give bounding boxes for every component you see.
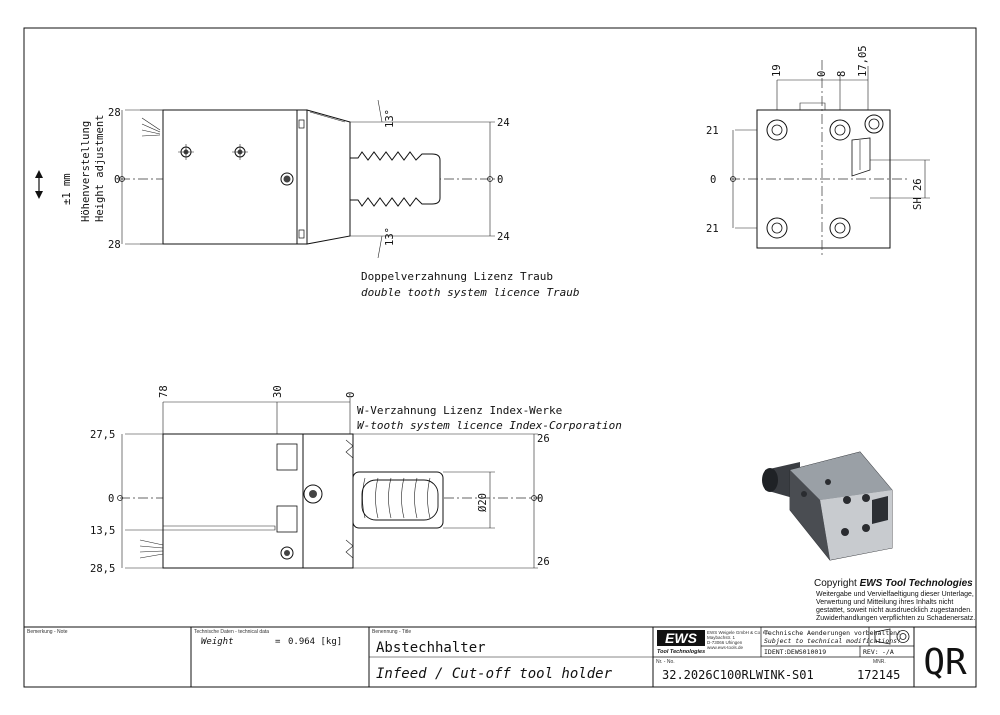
note-index-en: W-tooth system licence Index-Corporation xyxy=(357,419,622,432)
height-adjust-value: ±1 mm xyxy=(61,173,73,205)
qr-code-label: QR xyxy=(923,642,967,683)
front-angle-top: 13° xyxy=(384,109,396,128)
mnr-label: MNR. xyxy=(873,659,886,665)
note-index-de: W-Verzahnung Lizenz Index-Werke xyxy=(357,404,562,417)
ident-label: IDENT: xyxy=(764,648,787,656)
top-dim-30: 30 xyxy=(272,385,284,398)
company-line-3: D-73066 Uhingen xyxy=(707,640,743,645)
top-dim-0-left: 0 xyxy=(108,493,114,505)
copyright-line-2: Verwertung und Mitteilung ihres Inhalts … xyxy=(816,599,953,606)
side-dim-top-left: 21 xyxy=(706,125,719,137)
copyright-brand: EWS Tool Technologies xyxy=(860,578,974,589)
ews-logo-sub: Tool Technologies xyxy=(657,649,705,655)
top-diameter: Ø20 xyxy=(477,493,489,512)
top-dim-0-right: 0 xyxy=(537,493,543,505)
side-sh-label: SH 26 xyxy=(912,178,924,210)
copyright-prefix: Copyright xyxy=(814,578,860,589)
title-en: Infeed / Cut-off tool holder xyxy=(376,666,613,682)
ident-value: DEWS010019 xyxy=(787,648,826,656)
front-dim-top-right: 24 xyxy=(497,117,510,129)
ews-logo: EWS xyxy=(665,630,698,646)
top-dim-0: 0 xyxy=(345,392,357,398)
front-angle-bottom: 13° xyxy=(384,227,396,246)
copyright-line-1: Weitergabe und Vervielfaeltigung dieser … xyxy=(816,591,974,598)
mnr-value: 172145 xyxy=(857,668,900,682)
side-bolt-bottom-left xyxy=(766,217,788,239)
copyright-line-3: gestattet, soweit nicht ausdruecklich zu… xyxy=(816,607,972,614)
side-dim-top-19: 19 xyxy=(771,64,783,77)
side-bolt-top-left xyxy=(766,119,788,141)
projection-symbol-icon xyxy=(874,628,910,645)
top-dim-26-top: 26 xyxy=(537,433,550,445)
title-de: Abstechhalter xyxy=(376,640,486,656)
tech-data-label: Technische Daten - technical data xyxy=(194,629,269,635)
company-line-2: Maybachstr. 1 xyxy=(707,635,736,640)
drawing-frame xyxy=(23,27,977,688)
company-line-4: www.ews-tools.de xyxy=(707,645,744,650)
remark-label: Bemerkung - Note xyxy=(27,629,68,635)
front-view: 28 0 28 24 0 24 13° 13° ±1 mm Höhenverst… xyxy=(35,99,510,259)
changes-en: Subject to technical modifications! xyxy=(764,637,901,645)
svg-text:Copyright EWS Tool Technologie: Copyright EWS Tool Technologies xyxy=(814,578,973,589)
tool-holder-3d-image xyxy=(762,451,893,561)
side-dim-top-8: 8 xyxy=(836,71,848,77)
top-dim-27-5: 27,5 xyxy=(90,429,115,441)
weight-label: Weight xyxy=(201,637,234,647)
side-dim-top-17: 17,05 xyxy=(857,45,869,77)
top-dim-28-5: 28,5 xyxy=(90,563,115,575)
top-dim-78: 78 xyxy=(158,385,170,398)
side-dim-top-0: 0 xyxy=(816,71,828,77)
side-bolt-top-right xyxy=(829,119,851,141)
height-adjust-label-de: Höhenverstellung xyxy=(80,121,92,222)
weight-eq: = xyxy=(275,637,281,647)
side-view: 21 0 21 19 0 8 17,05 SH 26 xyxy=(706,45,930,255)
top-dim-26-bottom: 26 xyxy=(537,556,550,568)
rev-value: -/A xyxy=(882,648,894,656)
title-block: Bemerkung - Note Technische Daten - tech… xyxy=(24,626,976,687)
front-dim-mid-left: 0 xyxy=(114,174,120,186)
copyright-block: Copyright EWS Tool Technologies Weiterga… xyxy=(814,578,975,622)
note-traub-de: Doppelverzahnung Lizenz Traub xyxy=(361,270,553,283)
copyright-line-4: Zuwiderhandlungen verpflichten zu Schade… xyxy=(816,615,975,622)
side-bolt-bottom-right xyxy=(829,217,851,239)
nr-label: Nr. - No. xyxy=(656,659,675,665)
height-adjust-label-en: Height adjustment xyxy=(94,115,106,222)
company-line-1: EWS Weigele GmbH & Co. KG xyxy=(707,630,770,635)
note-traub-en: double tooth system licence Traub xyxy=(361,286,580,299)
front-dim-mid-right: 0 xyxy=(497,174,503,186)
top-view: 27,5 0 13,5 28,5 26 0 26 Ø20 78 30 0 xyxy=(90,385,550,575)
front-dim-bottom-left: 28 xyxy=(108,239,121,251)
front-dim-top-left: 28 xyxy=(108,107,121,119)
nr-value: 32.2026C100RLWINK-S01 xyxy=(662,668,814,682)
front-dim-bottom-right: 24 xyxy=(497,231,510,243)
top-dim-13-5: 13,5 xyxy=(90,525,115,537)
rev-label: REV: xyxy=(863,648,879,656)
side-dim-mid-left: 0 xyxy=(710,174,716,186)
changes-de: Technische Aenderungen vorbehalten! xyxy=(764,629,901,637)
side-dim-bottom-left: 21 xyxy=(706,223,719,235)
weight-value: 0.964 [kg] xyxy=(288,637,342,647)
title-label: Benennung - Title xyxy=(372,629,411,635)
